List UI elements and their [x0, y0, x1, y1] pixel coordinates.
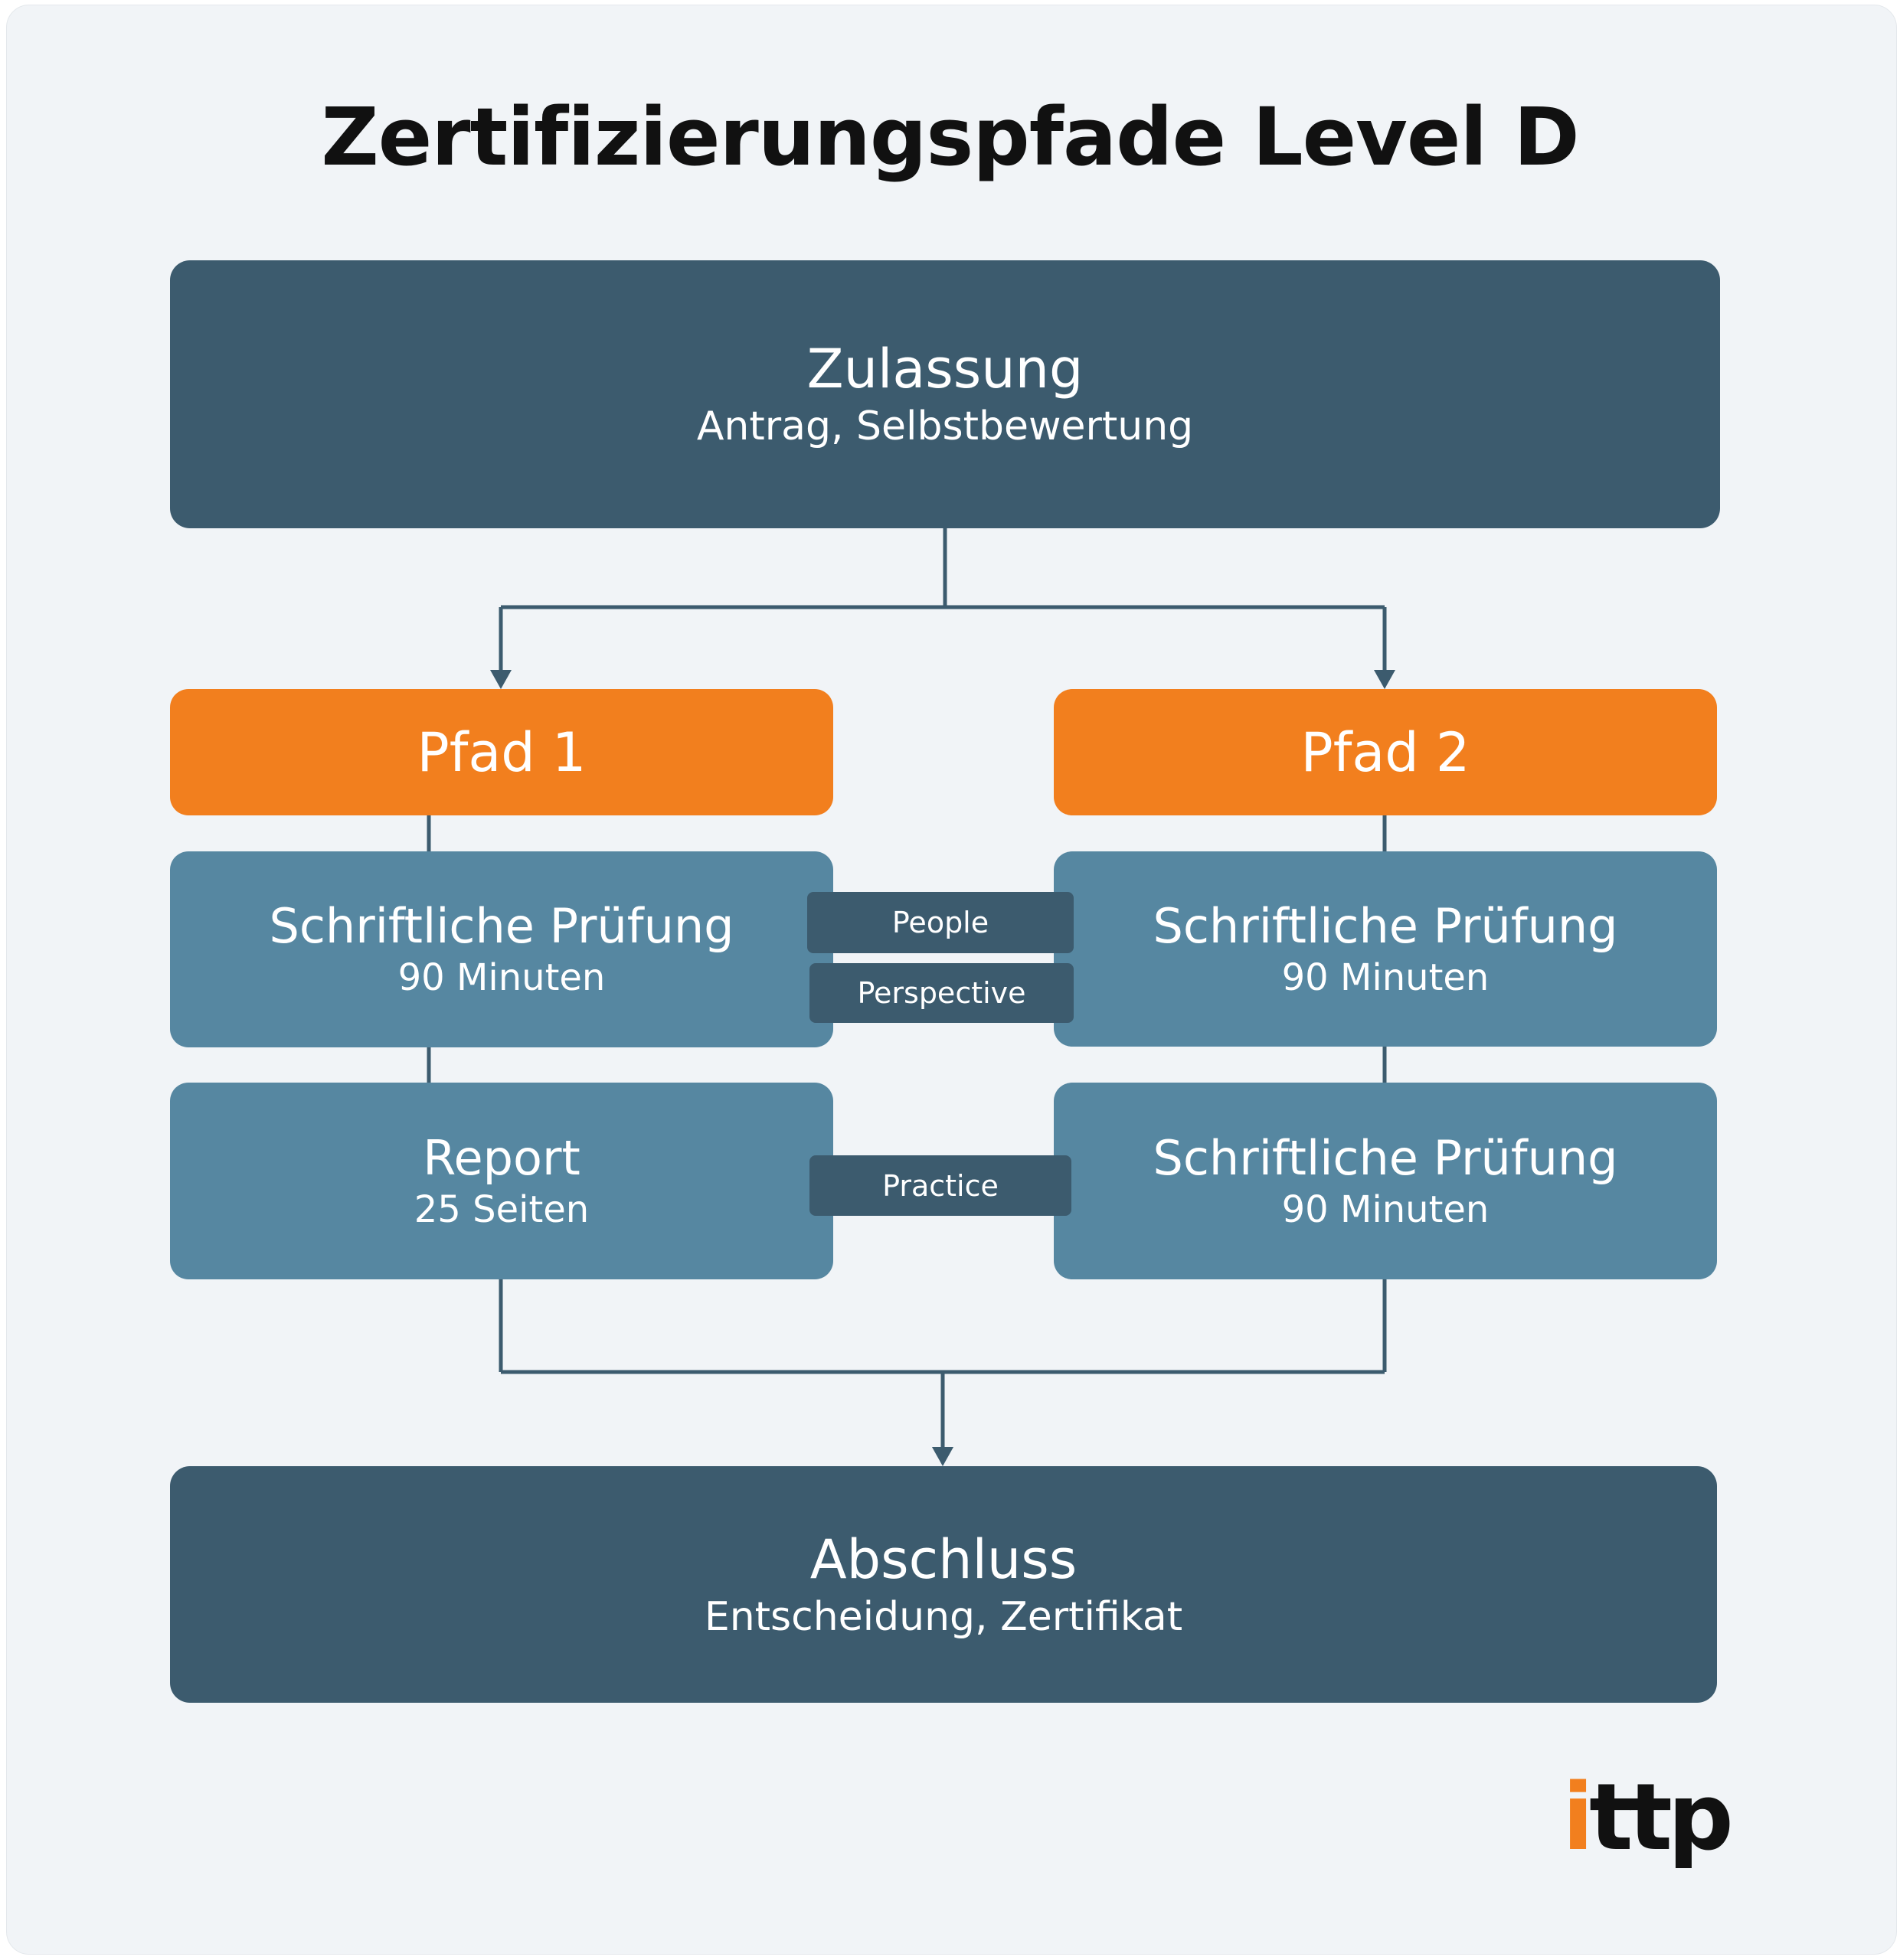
abschluss-subtitle: Entscheidung, Zertifikat — [704, 1593, 1183, 1640]
pfad-1-step-1: Schriftliche Prüfung 90 Minuten — [170, 851, 833, 1047]
abschluss-title: Abschluss — [809, 1527, 1078, 1591]
pfad-1-header: Pfad 1 — [170, 689, 833, 815]
ittp-logo: ittp — [1562, 1761, 1734, 1876]
logo-first-letter: i — [1562, 1765, 1594, 1871]
tag-perspective: Perspective — [809, 963, 1074, 1023]
pfad-2-header: Pfad 2 — [1054, 689, 1717, 815]
logo-rest: ttp — [1589, 1765, 1734, 1871]
zulassung-title: Zulassung — [806, 338, 1084, 400]
pfad-2-step-1: Schriftliche Prüfung 90 Minuten — [1054, 851, 1717, 1047]
zulassung-box: Zulassung Antrag, Selbstbewertung — [170, 260, 1720, 528]
pfad-1-step-1-subtitle: 90 Minuten — [397, 956, 606, 999]
pfad-1-step-1-title: Schriftliche Prüfung — [269, 898, 734, 954]
zulassung-subtitle: Antrag, Selbstbewertung — [696, 403, 1194, 449]
pfad-2-step-2-title: Schriftliche Prüfung — [1153, 1129, 1618, 1186]
pfad-1-step-2-title: Report — [423, 1129, 580, 1186]
pfad-2-step-1-subtitle: 90 Minuten — [1281, 956, 1490, 999]
pfad-2-step-2: Schriftliche Prüfung 90 Minuten — [1054, 1083, 1717, 1279]
diagram-title: Zertifizierungspfade Level D — [321, 90, 1579, 184]
pfad-2-label: Pfad 2 — [1300, 720, 1470, 784]
pfad-1-label: Pfad 1 — [417, 720, 587, 784]
pfad-2-step-2-subtitle: 90 Minuten — [1281, 1187, 1490, 1231]
pfad-1-step-2: Report 25 Seiten — [170, 1083, 833, 1279]
pfad-1-step-2-subtitle: 25 Seiten — [414, 1187, 590, 1231]
tag-practice: Practice — [809, 1155, 1071, 1216]
abschluss-box: Abschluss Entscheidung, Zertifikat — [170, 1466, 1717, 1703]
tag-people: People — [807, 892, 1074, 953]
pfad-2-step-1-title: Schriftliche Prüfung — [1153, 897, 1618, 954]
